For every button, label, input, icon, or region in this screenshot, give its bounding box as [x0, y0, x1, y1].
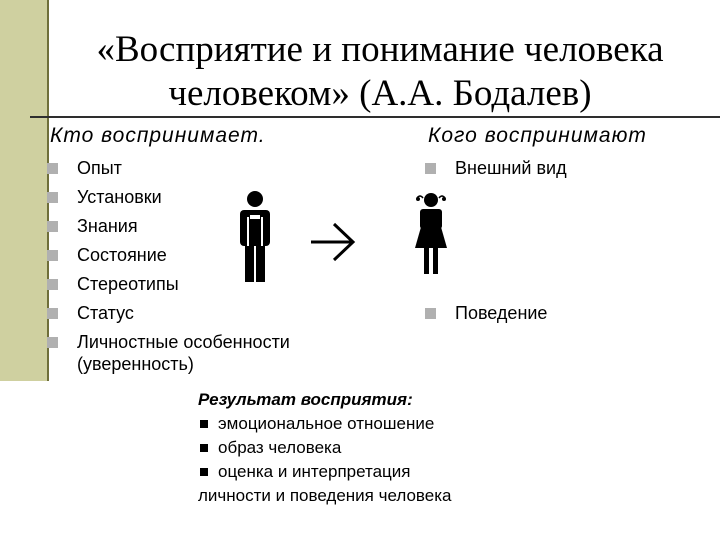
result-heading: Результат восприятия: [198, 390, 413, 409]
result-continuation: личности и поведения человека [198, 486, 452, 505]
square-bullet-icon [47, 308, 58, 319]
perceiver-factors-list: Опыт Установки Знания Состояние Стереоти… [47, 157, 337, 375]
list-item: Поведение [425, 302, 547, 331]
square-bullet-icon [47, 279, 58, 290]
square-bullet-icon [47, 163, 58, 174]
result-item: оценка и интерпретация [198, 460, 451, 484]
list-item: Личностные особенности(уверенность) [47, 331, 337, 375]
slide-title: «Восприятие и понимание человека человек… [60, 28, 700, 116]
decorative-side-band [0, 0, 47, 381]
list-item: Состояние [47, 244, 337, 273]
square-bullet-icon [47, 250, 58, 261]
perceived-aspects-list-2: Поведение [425, 302, 547, 331]
square-bullet-icon [47, 221, 58, 232]
square-bullet-icon [425, 163, 436, 174]
man-figure-icon [240, 191, 270, 282]
list-item: Опыт [47, 157, 337, 186]
title-line-1: «Восприятие и понимание человека [96, 29, 664, 70]
side-band-border [47, 0, 49, 381]
list-item: Знания [47, 215, 337, 244]
list-item: Установки [47, 186, 337, 215]
perception-result-block: Результат восприятия: эмоциональное отно… [198, 388, 451, 508]
square-bullet-icon [200, 467, 208, 476]
square-bullet-icon [47, 337, 58, 348]
perceived-aspects-list: Внешний вид [425, 157, 567, 186]
list-item: Внешний вид [425, 157, 567, 186]
square-bullet-icon [425, 308, 436, 319]
list-item: Статус [47, 302, 337, 331]
woman-figure-icon [415, 193, 447, 274]
result-item: образ человека [198, 436, 451, 460]
result-item: эмоциональное отношение [198, 412, 451, 436]
title-divider [30, 116, 720, 118]
right-arrow-icon [311, 222, 356, 262]
square-bullet-icon [200, 419, 208, 428]
square-bullet-icon [47, 192, 58, 203]
title-line-2: человеком» (А.А. Бодалев) [168, 73, 592, 114]
right-column-heading: Кого воспринимают [428, 124, 647, 147]
square-bullet-icon [200, 443, 208, 452]
left-column-heading: Кто воспринимает. [50, 124, 266, 147]
list-item: Стереотипы [47, 273, 337, 302]
